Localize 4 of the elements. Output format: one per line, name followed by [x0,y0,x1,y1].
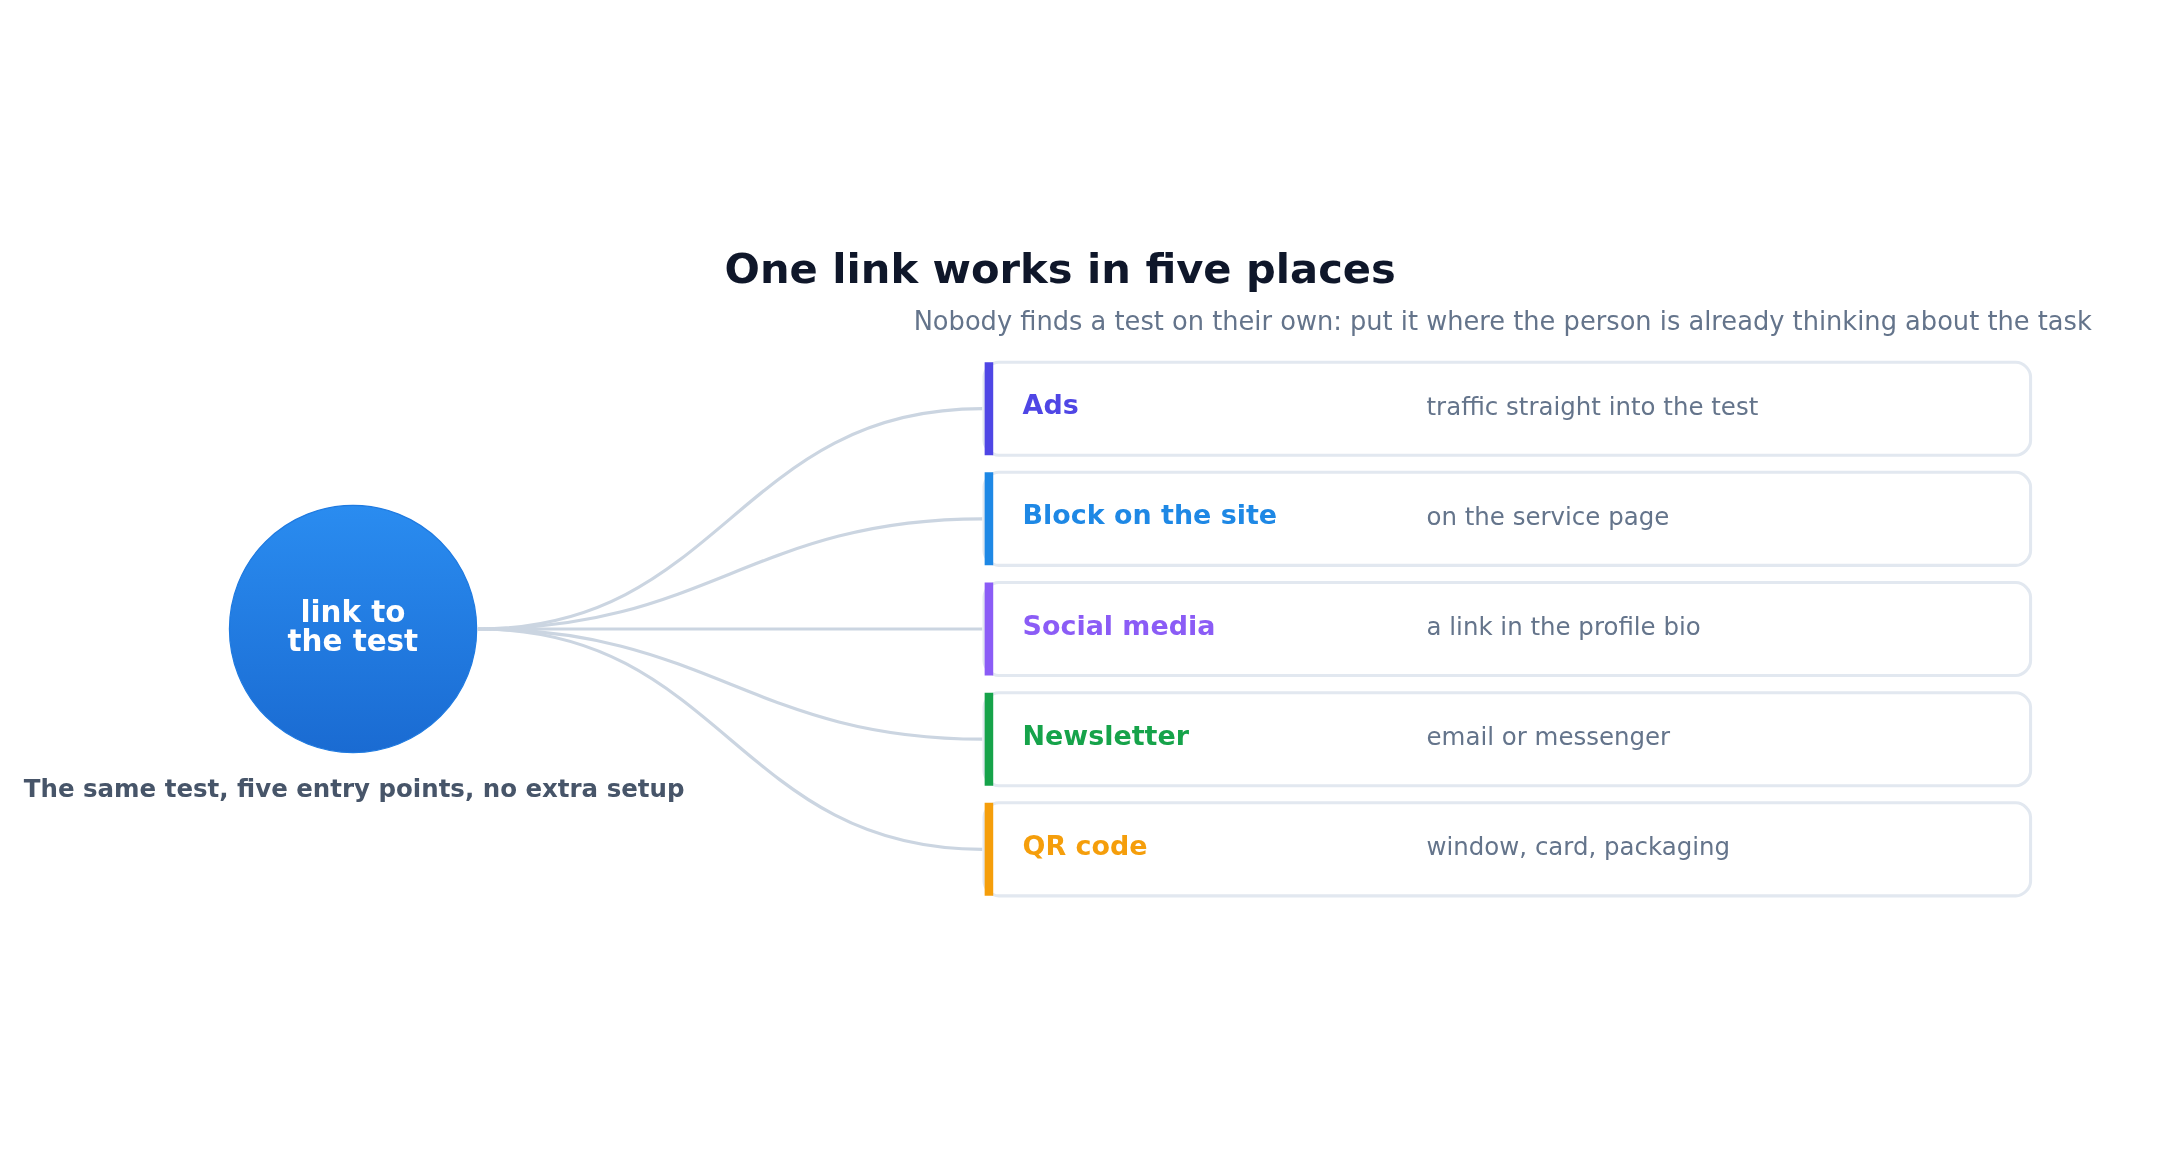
node-circle: link to the test [228,504,478,753]
caption: The same test, five entry points, no extra setup [23,773,685,803]
label: Nobody finds a test on their own: put it where the person is already thinking about the task [913,305,2092,335]
diagram-title: One link works in five places [724,243,1396,293]
